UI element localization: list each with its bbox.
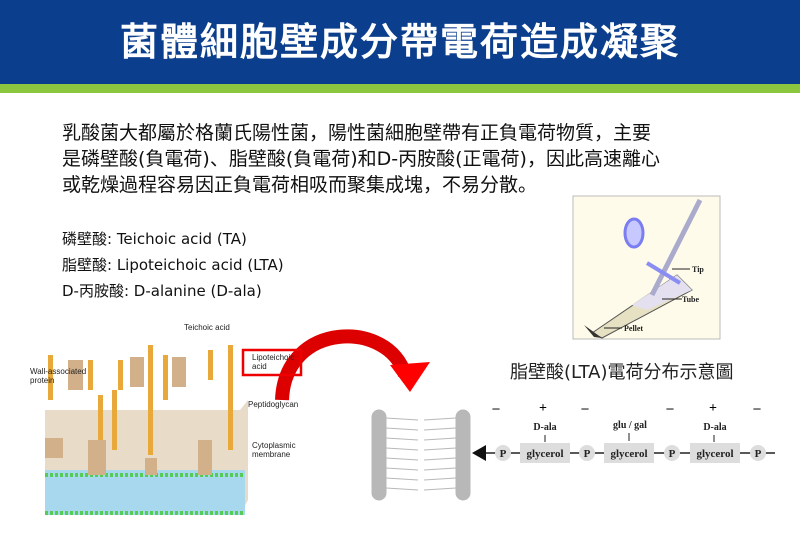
lta-diagram-title: 脂壁酸(LTA)電荷分布示意圖 (510, 362, 734, 383)
cell-wall-diagram: Wall-associated protein Teichoic acid Li… (30, 323, 303, 515)
definition-dala: D-丙胺酸: D-alanine (D-ala) (62, 282, 262, 300)
lta-label: Lipoteichoic (252, 353, 294, 362)
curved-arrow (275, 329, 412, 401)
glycerol: glycerol (610, 448, 647, 460)
paragraph-line: 是磷壁酸(負電荷)、脂壁酸(負電荷)和D-丙胺酸(正電荷)，因此高速離心 (62, 148, 660, 170)
wall-protein-label: Wall-associated (30, 367, 86, 376)
lta-highlight-box (241, 348, 303, 377)
charge-sign: – (753, 401, 762, 416)
slide-title: 菌體細胞壁成分帶電荷造成凝聚 (119, 20, 680, 64)
phosphate: P (500, 448, 507, 460)
substituent: D-ala (703, 422, 726, 433)
definition-lta: 脂壁酸: Lipoteichoic acid (LTA) (62, 256, 284, 274)
substituent: glu / gal (613, 420, 647, 431)
header: 菌體細胞壁成分帶電荷造成凝聚 (0, 0, 800, 84)
charge-sign: – (581, 401, 590, 416)
tube-label: Tube (682, 295, 700, 304)
membrane-label: Cytoplasmic (252, 441, 296, 450)
charge-sign: – (492, 401, 501, 416)
lipid-bilayer (371, 409, 471, 501)
definition-ta: 磷壁酸: Teichoic acid (TA) (62, 230, 247, 248)
teichoic-label: Teichoic acid (184, 323, 230, 332)
substituent: D-ala (533, 422, 556, 433)
paragraph-line: 乳酸菌大都屬於格蘭氏陽性菌，陽性菌細胞壁帶有正負電荷物質，主要 (62, 122, 652, 144)
anchor-arrow-icon (472, 445, 486, 461)
phosphate: P (584, 448, 591, 460)
accent-stripe (0, 84, 800, 93)
glycerol: glycerol (696, 448, 733, 460)
main-paragraph: 乳酸菌大都屬於格蘭氏陽性菌，陽性菌細胞壁帶有正負電荷物質，主要 是磷壁酸(負電荷… (62, 120, 742, 198)
wall-protein-label-2: protein (30, 376, 54, 385)
charge-sign: – (666, 401, 675, 416)
membrane-label-2: membrane (252, 450, 291, 459)
paragraph-line: 或乾燥過程容易因正負電荷相吸而聚集成塊，不易分散。 (62, 174, 538, 196)
glycerol: glycerol (526, 448, 563, 460)
charge-sign: + (539, 401, 547, 416)
figures-area: Wall-associated protein Teichoic acid Li… (30, 323, 775, 515)
charge-sign: + (709, 401, 717, 416)
phosphate: P (669, 448, 676, 460)
tip-label: Tip (692, 265, 704, 274)
centrifuge-tube-figure: Tip Tube Pellet (572, 195, 721, 340)
pellet-label: Pellet (624, 324, 643, 333)
lta-label-2: acid (252, 362, 267, 371)
arrow-head-icon (390, 362, 430, 392)
peptidoglycan-label: Peptidoglycan (248, 400, 298, 409)
definitions: 磷壁酸: Teichoic acid (TA) 脂壁酸: Lipoteichoi… (62, 226, 284, 304)
phosphate: P (755, 448, 762, 460)
